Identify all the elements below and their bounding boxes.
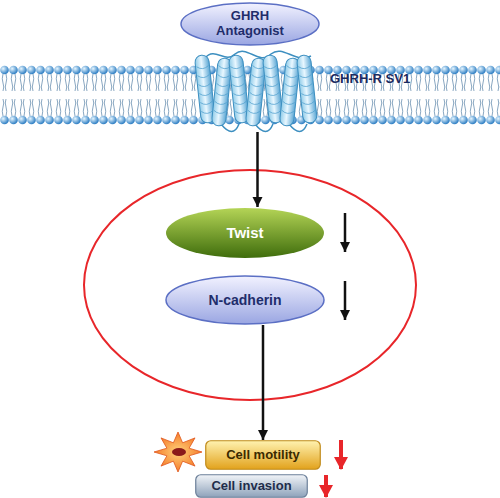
arrow-connector — [256, 132, 259, 207]
transmembrane-helix — [279, 57, 300, 126]
cell-icon — [154, 432, 202, 472]
helix-coil — [231, 66, 248, 114]
transmembrane-helix — [296, 54, 317, 123]
ellipse-shape — [166, 208, 324, 258]
ellipse-shape — [181, 3, 319, 45]
helix-coil — [282, 66, 299, 114]
protein-ellipse: N-cadherin — [165, 275, 325, 325]
outcome-box: Cell invasion — [195, 474, 308, 498]
arrow-connector — [262, 325, 265, 440]
decrease-arrow — [344, 213, 347, 252]
decrease-arrow — [344, 281, 347, 320]
receptor-helices — [195, 50, 320, 132]
helix-coil — [197, 66, 214, 114]
node-label: Cell invasion — [211, 479, 291, 494]
receptor-loop — [205, 51, 311, 58]
ellipse-shape — [166, 276, 324, 324]
node-label: Twist — [226, 224, 263, 241]
transmembrane-helix — [211, 57, 232, 126]
protein-ellipse: Twist — [165, 207, 325, 259]
node-label: Cell motility — [226, 448, 300, 463]
helix-coil — [248, 66, 265, 114]
transmembrane-helix — [245, 57, 266, 126]
cell-body — [154, 432, 202, 472]
receptor-symbol: GHRH-R SV1 — [195, 50, 320, 132]
decrease-arrow — [324, 475, 328, 497]
decrease-arrow — [339, 440, 343, 469]
node-label: GHRH-R SV1 — [330, 72, 410, 87]
helix-coil — [265, 66, 282, 114]
node-label: N-cadherin — [208, 292, 281, 308]
helix-coil — [299, 66, 316, 114]
ligand-ellipse: GHRH Antagonist — [180, 2, 320, 46]
receptor-loop — [221, 124, 307, 132]
helix-coil — [214, 66, 231, 114]
cell-outline — [84, 170, 416, 400]
node-label: GHRH Antagonist — [210, 9, 290, 39]
cell-nucleus — [172, 448, 186, 456]
box-shape — [206, 441, 321, 470]
box-shape — [196, 475, 308, 498]
outcome-box: Cell motility — [205, 440, 321, 470]
